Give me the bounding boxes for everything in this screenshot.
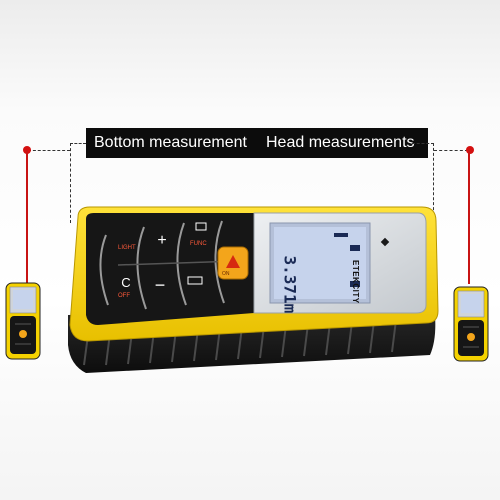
svg-text:+: + bbox=[157, 232, 166, 249]
svg-text:−: − bbox=[155, 275, 166, 295]
bottom-measurement-label: Bottom measurement bbox=[86, 128, 260, 158]
laser-beam-right bbox=[468, 150, 470, 284]
svg-text:FUNC: FUNC bbox=[190, 241, 207, 247]
svg-text:ON: ON bbox=[222, 271, 230, 277]
laser-dot-right bbox=[466, 146, 474, 154]
svg-text:OFF: OFF bbox=[118, 293, 130, 299]
svg-text:C: C bbox=[121, 275, 130, 290]
svg-text:LIGHT: LIGHT bbox=[118, 245, 136, 251]
small-device-left-image bbox=[5, 282, 41, 360]
dashed-guide-right-short bbox=[434, 150, 468, 151]
dashed-guide-left-vertical bbox=[70, 143, 71, 223]
laser-distance-meter-image: + − C LIGHT OFF FUNC ON bbox=[68, 206, 439, 373]
brand-logo: ETEKCITY bbox=[351, 260, 360, 304]
head-measurements-label: Head measurements bbox=[258, 128, 428, 158]
dashed-guide-right-horizontal bbox=[412, 143, 434, 144]
dashed-guide-left-short bbox=[28, 150, 70, 151]
dashed-guide-left-horizontal bbox=[70, 143, 86, 144]
dashed-guide-right-vertical bbox=[433, 143, 434, 215]
small-device-right-image bbox=[453, 286, 489, 362]
lcd-reading: 3.371m bbox=[280, 255, 300, 314]
laser-beam-left bbox=[26, 150, 28, 284]
